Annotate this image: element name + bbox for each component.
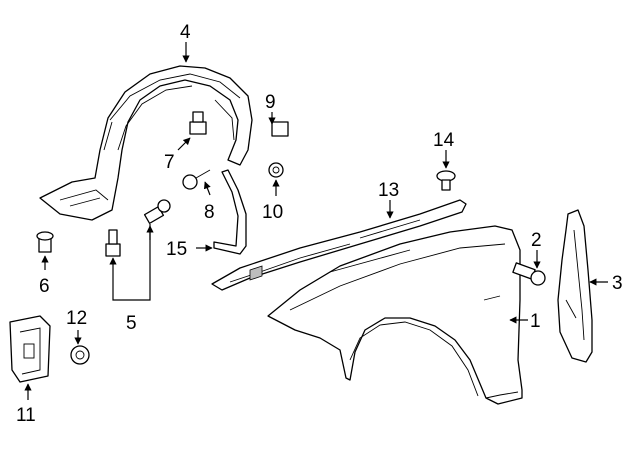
clip-14-part: [436, 170, 456, 191]
seal-strip-part: [213, 169, 247, 255]
clip-7-part: [189, 111, 207, 135]
fender-liner-part: [39, 65, 253, 221]
label-10: 10: [262, 202, 283, 223]
label-11: 11: [16, 405, 36, 426]
screw-6-part: [36, 231, 54, 253]
label-15: 15: [166, 239, 187, 260]
bolt-5b-part: [143, 199, 171, 224]
label-13: 13: [378, 180, 399, 201]
fender-rail-part: [211, 199, 467, 291]
label-8: 8: [204, 202, 215, 223]
splash-shield-part: [557, 209, 593, 363]
nut-9-part: [271, 121, 289, 137]
label-6: 6: [39, 276, 50, 297]
label-7: 7: [164, 152, 175, 173]
leader-5: [112, 224, 151, 301]
bolt-2-part: [512, 262, 546, 286]
label-9: 9: [265, 92, 276, 113]
label-4: 4: [180, 22, 191, 43]
label-5: 5: [126, 313, 137, 334]
label-14: 14: [433, 130, 455, 151]
label-12: 12: [66, 308, 87, 329]
clip-12-part: [70, 345, 90, 365]
fender-part: [267, 225, 523, 405]
leader-8: [203, 181, 211, 196]
label-3: 3: [612, 273, 623, 294]
clip-5a-part: [105, 229, 121, 257]
nut-10-part: [268, 162, 284, 178]
label-2: 2: [531, 230, 542, 251]
leader-7: [177, 137, 191, 151]
bracket-part: [9, 315, 51, 383]
label-1: 1: [530, 311, 541, 332]
screw-8-part: [182, 169, 211, 190]
